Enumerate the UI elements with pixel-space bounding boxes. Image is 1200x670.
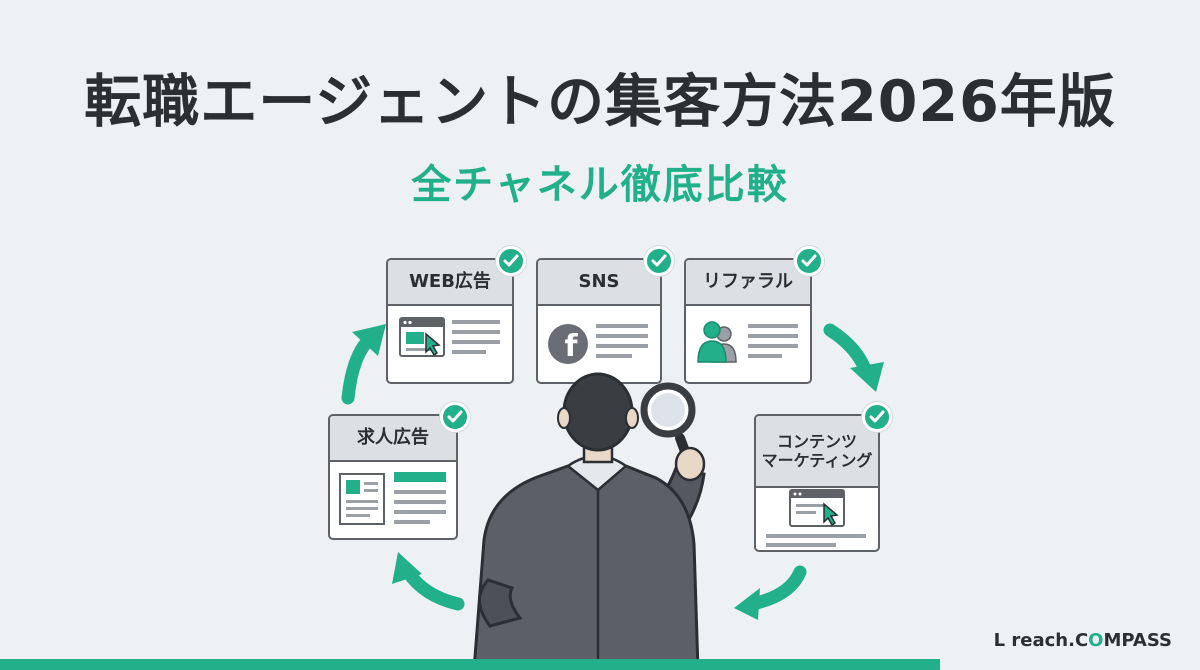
channel-card-job-ad: 求人広告 xyxy=(328,402,470,540)
page-subtitle: 全チャネル徹底比較 xyxy=(411,162,789,208)
channel-label: リファラル xyxy=(686,260,810,306)
page-title: 転職エージェントの集客方法2026年版 xyxy=(84,69,1116,135)
channel-card-sns: SNS f xyxy=(536,246,674,384)
check-icon xyxy=(496,246,526,276)
browser-cursor-icon xyxy=(766,489,866,547)
channel-card-web-ad: WEB広告 xyxy=(386,246,526,384)
bottom-accent-bar xyxy=(0,659,940,670)
brand-logo: L reach.COMPASS xyxy=(994,630,1172,651)
brand-o-mark: O xyxy=(1088,630,1104,651)
check-icon xyxy=(794,246,824,276)
channel-card-referral: リファラル xyxy=(684,246,824,384)
people-icon xyxy=(697,321,798,363)
check-icon xyxy=(644,246,674,276)
check-icon xyxy=(862,402,892,432)
channel-label: 求人広告 xyxy=(330,416,456,462)
svg-text:f: f xyxy=(564,329,578,364)
brand-name-prefix: L reach.C xyxy=(993,630,1089,651)
check-icon xyxy=(440,402,470,432)
brand-name-suffix: MPASS xyxy=(1103,630,1172,651)
facebook-icon: f xyxy=(548,324,648,364)
channel-label: WEB広告 xyxy=(388,260,512,306)
channel-label: SNS xyxy=(538,260,660,306)
job-ad-icon xyxy=(339,472,446,525)
channel-label: コンテンツ マーケティング xyxy=(756,416,878,488)
browser-cursor-icon xyxy=(399,317,500,357)
channel-label-line1: コンテンツ xyxy=(776,431,857,451)
channel-card-content-marketing: コンテンツ マーケティング xyxy=(754,402,892,552)
arrow-left-upper xyxy=(341,336,373,405)
channel-label-line2: マーケティング xyxy=(761,451,873,470)
